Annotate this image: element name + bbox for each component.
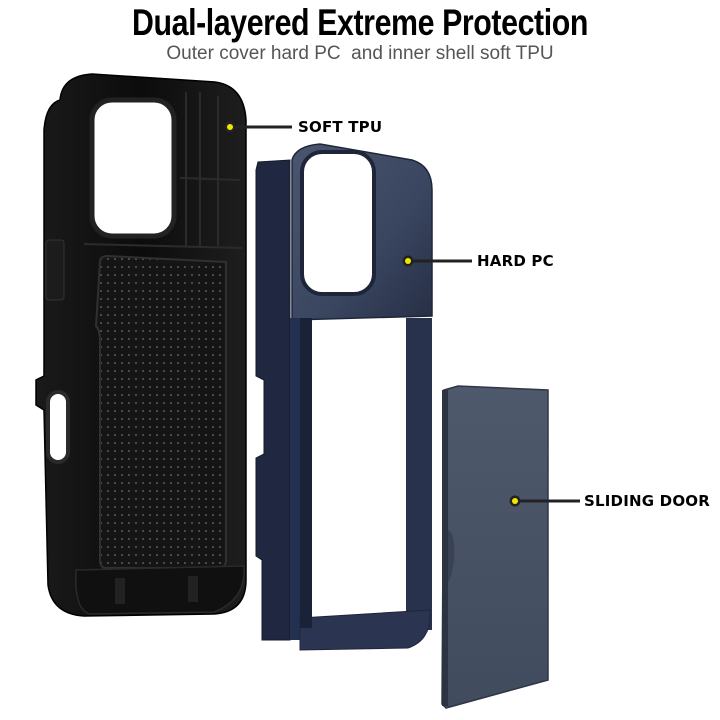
outer-pc-cover — [255, 143, 433, 651]
callout-sliding-door-label: SLIDING DOOR — [584, 492, 710, 510]
page-title: Dual-layered Extreme Protection — [131, 2, 589, 43]
callout-soft-tpu-pointer — [224, 121, 292, 133]
callout-hard-pc-pointer — [402, 255, 472, 267]
page-subtitle: Outer cover hard PC and inner shell soft… — [166, 43, 554, 64]
callout-sliding-door-pointer — [509, 495, 580, 507]
callout-soft-tpu-label: SOFT TPU — [298, 118, 383, 136]
inner-tpu-shell — [35, 73, 247, 617]
sliding-door-panel — [441, 385, 549, 709]
callout-hard-pc-label: HARD PC — [477, 252, 554, 270]
